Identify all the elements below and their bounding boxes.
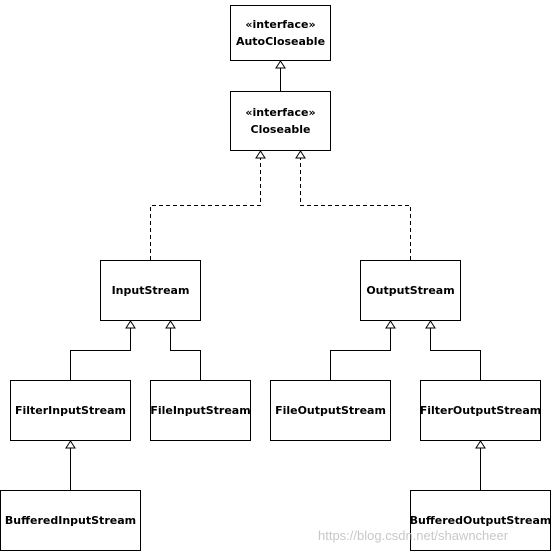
class-inputstream: InputStream xyxy=(100,260,201,321)
class-name: BufferedOutputStream xyxy=(409,514,552,527)
class-filteroutputstream: FilterOutputStream xyxy=(420,380,541,441)
watermark: https://blog.csdn.net/shawncheer xyxy=(318,528,509,543)
class-bufferedoutputstream: BufferedOutputStream xyxy=(410,490,551,551)
class-name: FileOutputStream xyxy=(275,404,386,417)
class-outputstream: OutputStream xyxy=(360,260,461,321)
edge-closeable-autocloseable xyxy=(275,60,286,91)
realization-arrowhead xyxy=(295,150,306,159)
generalization-arrowhead xyxy=(275,60,286,69)
interface-closeable: «interface» Closeable xyxy=(230,91,331,151)
class-name: FilterOutputStream xyxy=(419,404,542,417)
stereotype-label: «interface» xyxy=(245,18,316,31)
edge-filterinputstream-inputstream xyxy=(70,320,136,380)
stereotype-label: «interface» xyxy=(245,106,316,119)
edge-inputstream-closeable xyxy=(150,150,266,260)
class-name: AutoCloseable xyxy=(235,35,326,48)
edge-filteroutputstream-outputstream xyxy=(425,320,481,380)
generalization-arrowhead xyxy=(125,320,136,329)
interface-autocloseable: «interface» AutoCloseable xyxy=(230,5,331,61)
class-name: Closeable xyxy=(250,123,311,136)
class-name: FileInputStream xyxy=(150,404,251,417)
generalization-arrowhead xyxy=(65,440,76,449)
generalization-arrowhead xyxy=(165,320,176,329)
class-filterinputstream: FilterInputStream xyxy=(10,380,131,441)
class-name: FilterInputStream xyxy=(14,404,127,417)
edge-fileoutputstream-outputstream xyxy=(330,320,396,380)
realization-arrowhead xyxy=(255,150,266,159)
edge-fileinputstream-inputstream xyxy=(165,320,201,380)
edge-outputstream-closeable xyxy=(295,150,411,260)
class-name: BufferedInputStream xyxy=(4,514,137,527)
edge-bufferedinputstream-filterinputstream xyxy=(65,440,76,490)
edge-bufferedoutputstream-filteroutputstream xyxy=(475,440,486,490)
class-name: OutputStream xyxy=(366,284,455,297)
class-bufferedinputstream: BufferedInputStream xyxy=(0,490,141,551)
class-name: InputStream xyxy=(111,284,190,297)
class-fileoutputstream: FileOutputStream xyxy=(270,380,391,441)
class-fileinputstream: FileInputStream xyxy=(150,380,251,441)
generalization-arrowhead xyxy=(425,320,436,329)
generalization-arrowhead xyxy=(385,320,396,329)
generalization-arrowhead xyxy=(475,440,486,449)
